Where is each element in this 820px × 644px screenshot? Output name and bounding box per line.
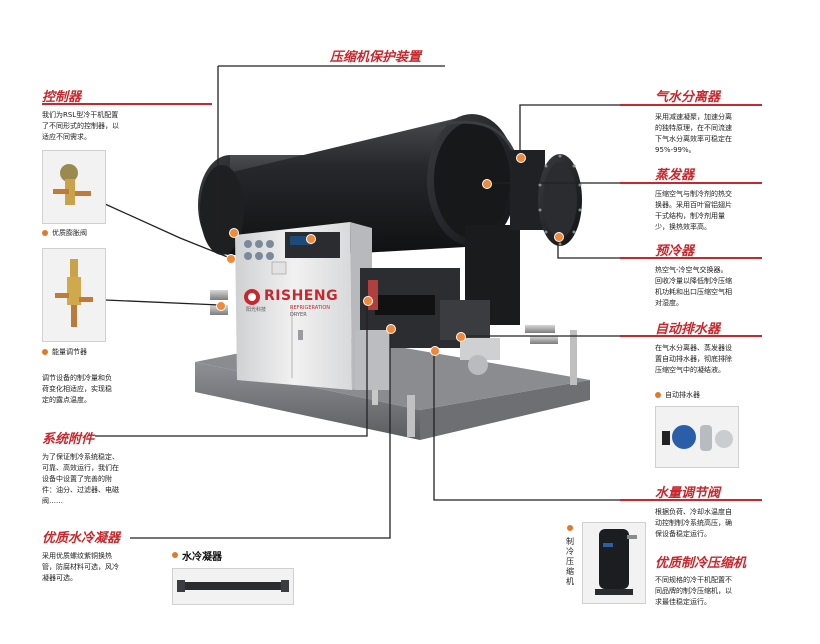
- condenser-label-dot: [172, 552, 178, 558]
- precooler-desc: 热空气-冷空气交换器。 回收冷量以降低制冷压缩 机功耗和出口压缩空气相 对湿度。: [655, 266, 732, 307]
- evaporator-title: 蒸发器: [655, 168, 695, 183]
- evaporator-desc: 压缩空气与制冷剂的热交 换器。采用百叶窗铝翅片 干式结构，制冷剂用量 少，换热效…: [655, 190, 732, 231]
- water-valve-rule: [620, 499, 762, 501]
- condenser-title: 优质水冷凝器: [42, 531, 121, 546]
- callout-dot: [516, 153, 526, 163]
- auto-drain-title: 自动排水器: [655, 322, 721, 337]
- auto-drain-rule: [620, 335, 762, 337]
- machine-brand: RISHENG: [264, 288, 339, 304]
- machine-brand-sub: REFRIGERATION: [290, 305, 330, 311]
- accessories-title: 系统附件: [42, 432, 95, 447]
- callout-dot: [386, 324, 396, 334]
- compressor-icon: [595, 529, 637, 595]
- auto-drain-label: 自动排水器: [655, 390, 700, 400]
- energy-regulator-label: 能量调节器: [42, 347, 87, 357]
- compressor-protection-title: 压缩机保护装置: [330, 50, 422, 65]
- evaporator-rule: [620, 182, 762, 184]
- callout-dot: [456, 332, 466, 342]
- separator-vessel: [465, 150, 582, 325]
- precooler-rule: [620, 257, 762, 259]
- auto-drain-photo: [655, 406, 739, 468]
- callout-dot: [482, 179, 492, 189]
- callout-dot: [229, 228, 239, 238]
- callout-dot: [216, 301, 226, 311]
- compressor-desc: 不同规格的冷干机配置不 同品牌的制冷压缩机，以 求最佳稳定运行。: [655, 576, 732, 606]
- refrigeration-components: [210, 268, 558, 390]
- water-condenser-icon: [177, 580, 289, 592]
- water-condenser-photo: [172, 568, 294, 605]
- expansion-valve-photo: [42, 150, 106, 224]
- controller-title: 控制器: [42, 90, 82, 105]
- accessories-desc: 为了保证制冷系统稳定、 可靠、高效运行，我们在 设备中设置了完善的附 件：油分、…: [42, 453, 119, 505]
- callout-dot: [554, 232, 564, 242]
- energy-regulator-icon: [55, 259, 93, 327]
- auto-drain-desc: 在气水分离器、蒸发器设 置自动排水器，彻底排除 压缩空气中的凝结液。: [655, 344, 732, 374]
- water-valve-desc: 根据负荷、冷却水温度自 动控制制冷系统高压，确 保设备稳定运行。: [655, 508, 732, 538]
- condenser-desc: 采用优质螺纹紫铜换热 管，防腐材料可选，风冷 凝器可选。: [42, 552, 119, 582]
- compressor-title: 优质制冷压缩机: [655, 556, 747, 571]
- auto-drain-icon: [662, 425, 733, 451]
- controller-desc: 我们为RSL型冷干机配置 了不同形式的控制器，以 适应不同需求。: [42, 111, 119, 141]
- water-valve-title: 水量调节阀: [655, 486, 721, 501]
- main-vessel: [200, 114, 522, 260]
- separator-title: 气水分离器: [655, 90, 721, 105]
- controller-rule: [42, 103, 212, 105]
- compressor-photo: [582, 522, 646, 604]
- expansion-valve-label: 优质膨胀阀: [42, 228, 87, 238]
- compressor-label-dot: [567, 525, 573, 531]
- callout-dot: [226, 254, 236, 264]
- separator-desc: 采用减速凝聚，加速分离 的独特原理，在不同流速 下气水分离效率可稳定在 95%-…: [655, 113, 732, 154]
- expansion-valve-icon: [53, 164, 91, 205]
- callout-dot: [306, 234, 316, 244]
- compressor-vertical-label: 制冷压缩机: [566, 537, 574, 586]
- energy-regulator-desc: 调节设备的制冷量和负 荷变化相适应，实现稳 定的露点温度。: [42, 374, 112, 404]
- separator-rule: [620, 104, 762, 106]
- water-condenser-label: 水冷凝器: [182, 552, 222, 563]
- machine-cn-label: 阳光科技: [246, 307, 267, 313]
- callout-dot: [430, 346, 440, 356]
- precooler-title: 预冷器: [655, 244, 695, 259]
- energy-regulator-photo: [42, 248, 106, 342]
- callout-dot: [363, 296, 373, 306]
- machine-model: DRYER: [290, 312, 307, 318]
